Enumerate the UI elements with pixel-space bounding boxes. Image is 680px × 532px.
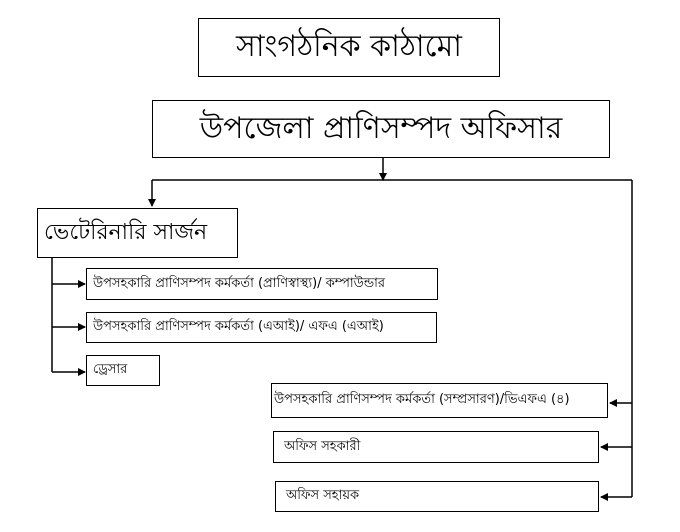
- vet-child-box-2: উপসহকারি প্রাণিসম্পদ কর্মকর্তা (এআই)/ এফ…: [86, 312, 437, 343]
- right-child-box-2: অফিস সহকারী: [273, 431, 599, 463]
- head-officer-box: উপজেলা প্রাণিসম্পদ অফিসার: [152, 100, 610, 158]
- right-child-box-3: অফিস সহায়ক: [275, 481, 599, 512]
- vet-child-box-1: উপসহকারি প্রাণিসম্পদ কর্মকর্তা (প্রাণিস্…: [86, 268, 438, 300]
- vet-surgeon-box: ভেটেরিনারি সার্জন: [37, 208, 238, 258]
- diagram-title: সাংগঠনিক কাঠামো: [198, 18, 500, 77]
- vet-child-box-3: ড্রেসার: [86, 355, 160, 386]
- right-child-box-1: উপসহকারি প্রাণিসম্পদ কর্মকর্তা (সম্প্রসা…: [271, 383, 608, 418]
